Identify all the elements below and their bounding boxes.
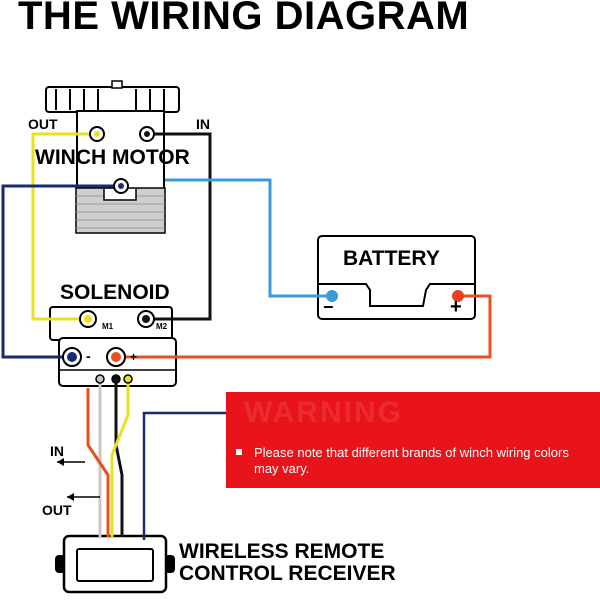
terminal-in-dot bbox=[144, 131, 150, 137]
red-wire-lower bbox=[86, 388, 110, 537]
solenoid-minus-label: - bbox=[86, 348, 91, 364]
note-box: WARNING Please note that different brand… bbox=[226, 392, 600, 488]
receiver-label-line2: CONTROL RECEIVER bbox=[179, 562, 396, 585]
note-body: Please note that different brands of win… bbox=[254, 445, 569, 476]
wires bbox=[1, 132, 492, 540]
motor-body bbox=[76, 110, 165, 190]
wireless-receiver bbox=[55, 534, 175, 594]
battery-minus-label: − bbox=[323, 297, 334, 317]
page-title: THE WIRING DIAGRAM bbox=[18, 0, 470, 38]
terminal-m2-dot bbox=[142, 315, 150, 323]
motor-bracket bbox=[103, 189, 137, 201]
receiver-ear-right bbox=[165, 555, 175, 573]
motor-cap bbox=[45, 86, 180, 113]
terminal-motor-center-dot bbox=[118, 183, 124, 189]
receiver-label-line1: WIRELESS REMOTE bbox=[179, 540, 385, 563]
terminal-out-dot bbox=[94, 131, 100, 137]
remote-feed-wire bbox=[142, 411, 226, 540]
note-watermark: WARNING bbox=[244, 396, 403, 429]
blue-wire bbox=[165, 178, 332, 298]
black-wire bbox=[147, 132, 212, 321]
battery-body bbox=[317, 235, 476, 320]
winch-motor-label: WINCH MOTOR bbox=[35, 146, 190, 169]
terminals bbox=[62, 126, 464, 384]
in-arrowhead bbox=[57, 458, 64, 466]
solenoid-plus-label: + bbox=[130, 350, 138, 364]
battery-negative-terminal bbox=[326, 290, 338, 302]
in-label-top: IN bbox=[196, 116, 210, 132]
yellow-wire-lower bbox=[110, 378, 130, 537]
solenoid-pin-yellow bbox=[123, 374, 133, 384]
battery-label: BATTERY bbox=[343, 247, 440, 270]
solenoid-label: SOLENOID bbox=[60, 281, 170, 304]
note-text: Please note that different brands of win… bbox=[236, 445, 586, 477]
solenoid-pin-black bbox=[111, 374, 121, 384]
in-label-bottom: IN bbox=[50, 443, 64, 459]
out-label-bottom: OUT bbox=[42, 502, 72, 518]
yellow-wire bbox=[31, 132, 97, 321]
battery-plus-label: + bbox=[450, 296, 462, 318]
receiver-ear-left bbox=[55, 555, 65, 573]
out-label-top: OUT bbox=[28, 116, 58, 132]
bullet-icon bbox=[236, 449, 242, 455]
m1-label: M1 bbox=[102, 322, 114, 331]
out-arrowhead bbox=[67, 493, 74, 501]
battery-notch bbox=[318, 283, 475, 307]
red-wire bbox=[116, 294, 492, 359]
terminal-minus-dot bbox=[67, 352, 77, 362]
black-wire-lower bbox=[114, 378, 124, 537]
solenoid-pin-gray bbox=[95, 374, 105, 384]
receiver-label-panel bbox=[76, 548, 154, 582]
navy-wire bbox=[1, 184, 121, 359]
battery-positive-terminal bbox=[452, 290, 464, 302]
battery bbox=[317, 235, 476, 320]
terminal-plus-dot bbox=[111, 352, 121, 362]
receiver-label: WIRELESS REMOTE CONTROL RECEIVER bbox=[179, 541, 396, 585]
winch-motor bbox=[45, 80, 180, 234]
motor-cap-top bbox=[111, 80, 123, 89]
terminal-m1-dot bbox=[84, 315, 92, 323]
m2-label: M2 bbox=[156, 322, 168, 331]
